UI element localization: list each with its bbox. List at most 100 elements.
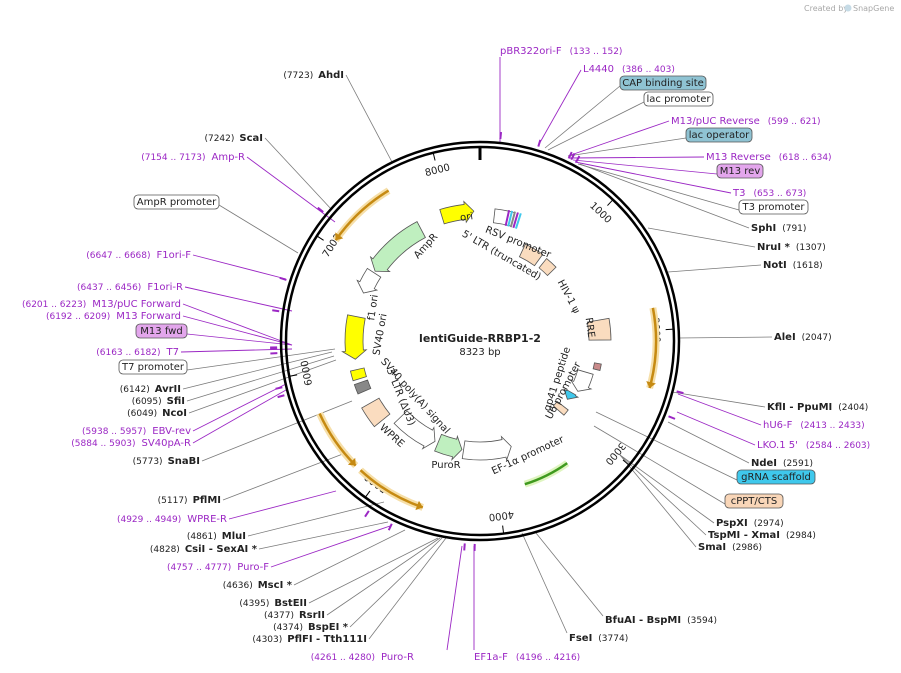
site-name: BfuAI - BspMI xyxy=(605,615,681,626)
site-position: (1618) xyxy=(793,261,823,271)
grna-arrow xyxy=(563,388,580,400)
box-leader xyxy=(577,163,740,211)
primer-mark xyxy=(387,523,393,531)
site-position: (4377) xyxy=(264,611,294,621)
label-text: T3 promoter xyxy=(741,202,805,213)
primer-mark xyxy=(463,543,466,551)
primer-leader xyxy=(182,315,293,346)
primer-mark xyxy=(676,390,684,395)
site-name: PflFI - Tth111I xyxy=(287,634,367,645)
site-position: (4636) xyxy=(223,581,253,591)
primer-mark xyxy=(275,386,283,390)
site-leader xyxy=(186,355,335,402)
tick-mark xyxy=(502,525,505,534)
plasmid-size: 8323 bp xyxy=(459,347,500,358)
site-ndei: NdeI(2591) xyxy=(751,458,813,469)
site-sfii: SfiI(6095) xyxy=(132,396,185,407)
site-fsei: FseI(3774) xyxy=(569,633,628,644)
label-text: CAP binding site xyxy=(622,78,704,89)
tick-mark xyxy=(432,152,436,161)
primer-name: Puro-R xyxy=(381,652,414,663)
tick-label: 6000 xyxy=(300,359,315,386)
label-text: AmpR promoter xyxy=(137,197,217,208)
rre-block xyxy=(586,317,612,341)
feature-ori: ori xyxy=(459,211,473,224)
primer-position: (4261 .. 4280) xyxy=(311,653,375,663)
label-text: M13 rev xyxy=(720,166,761,177)
box-leader xyxy=(544,85,621,149)
primer-position: (5938 .. 5957) xyxy=(82,427,146,437)
site-position: (2986) xyxy=(732,543,762,553)
label-box xyxy=(643,91,714,107)
site-name: MscI * xyxy=(258,580,293,591)
site-name: AvrII xyxy=(155,384,181,395)
primer-name: M13 Reverse xyxy=(706,152,771,163)
sv40polya-block xyxy=(353,379,372,395)
tick-label: 8000 xyxy=(424,162,451,179)
primer-puro-r: Puro-R (4261 .. 4280) xyxy=(311,652,414,663)
feature-puror: PuroR xyxy=(431,460,460,471)
backbone-outer-ring xyxy=(279,140,681,542)
site-leader xyxy=(188,359,337,414)
primer-name: pBR322ori-F xyxy=(500,46,562,57)
primer-f1ori-r: F1ori-R(6437 .. 6456) xyxy=(77,282,183,293)
site-leader xyxy=(521,532,568,634)
marker-bar xyxy=(509,211,516,228)
primer-m13-forward: M13 Forward(6192 .. 6209) xyxy=(46,311,181,322)
primer-leader xyxy=(569,156,705,159)
primer-name: T7 xyxy=(166,347,179,358)
site-name: NcoI xyxy=(162,408,187,419)
site-name: KflI - PpuMI xyxy=(767,402,832,413)
site-name: BstEII xyxy=(274,598,307,609)
site-name: SphI xyxy=(751,223,776,234)
box-leader xyxy=(218,204,299,254)
primer-position: (386 .. 403) xyxy=(622,65,675,75)
site-position: (3774) xyxy=(598,634,628,644)
site-position: (791) xyxy=(782,224,806,234)
site-pspxi: PspXI(2974) xyxy=(716,518,784,529)
cppt-block xyxy=(552,400,569,416)
site-leader xyxy=(535,532,604,617)
site-mlui: MluI(4861) xyxy=(187,531,246,542)
label-box xyxy=(685,127,753,143)
site-bsteii: BstEII(4395) xyxy=(239,598,307,609)
site-noti: NotI (1618) xyxy=(763,260,823,271)
site-leader xyxy=(671,391,766,408)
box-leader xyxy=(547,101,645,151)
primer-position: (618 .. 634) xyxy=(779,153,832,163)
primer-name: hU6-F xyxy=(763,420,793,431)
primer-t7: T7 (6163 .. 6182) xyxy=(96,347,179,358)
primer-position: (5884 .. 5903) xyxy=(71,439,135,449)
site-sphi: SphI (791) xyxy=(751,223,806,234)
primer-position: (6163 .. 6182) xyxy=(96,348,160,358)
site-name: BspEI * xyxy=(308,622,349,633)
label-box xyxy=(724,493,784,509)
site-smai: SmaI(2986) xyxy=(698,542,762,553)
primer-leader xyxy=(228,490,337,520)
label-text: lac operator xyxy=(689,130,750,141)
snapgene-credit: Created by SnapGene xyxy=(804,4,894,13)
ampr-promoter-arrow xyxy=(356,267,382,294)
primer-name: SV40pA-R xyxy=(142,438,191,449)
primer-position: (6647 .. 6668) xyxy=(86,251,150,261)
site-tspmi: TspMI - XmaI(2984) xyxy=(708,530,816,541)
label-box xyxy=(738,199,809,215)
primer-leader xyxy=(184,286,293,312)
ef1a-arrow xyxy=(461,435,512,462)
marker-bar xyxy=(512,212,519,229)
u6-arrow xyxy=(569,369,594,392)
primer-hu6-f: hU6-F(2413 .. 2433) xyxy=(763,420,865,431)
site-position: (2591) xyxy=(783,459,813,469)
primer-m13-reverse: M13 Reverse (618 .. 634) xyxy=(706,152,832,163)
site-name: RsrII xyxy=(299,610,325,621)
site-name: NotI xyxy=(763,260,787,271)
ltr-direction-arc-head xyxy=(347,457,356,466)
primer-name: F1ori-F xyxy=(157,250,192,261)
site-name: ScaI xyxy=(239,133,263,144)
box-t7-promoter: T7 promoter xyxy=(118,359,188,375)
tick-label: 1000 xyxy=(587,200,613,225)
primer-leader xyxy=(270,525,391,568)
primer-mark xyxy=(499,131,503,140)
primer-position: (4196 .. 4216) xyxy=(516,653,580,663)
site-name: AhdI xyxy=(318,70,344,81)
